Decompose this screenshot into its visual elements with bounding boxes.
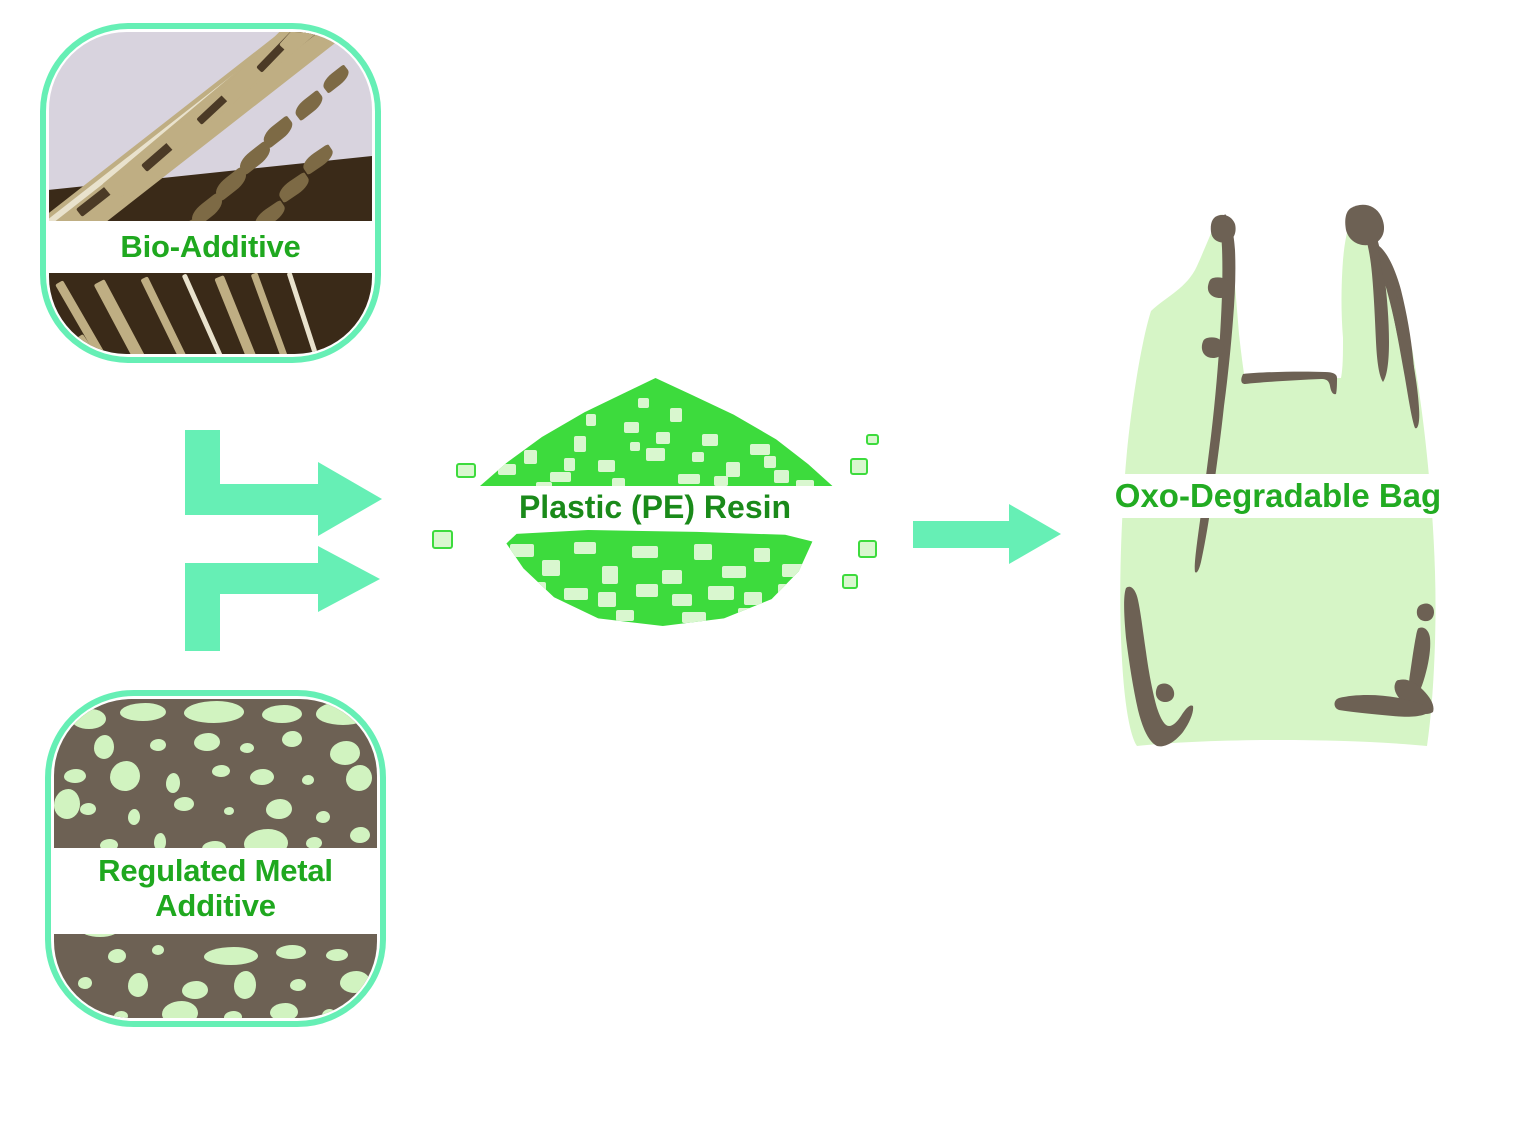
resin-pile-spread-icon [506, 530, 813, 626]
arrow-bag-head-icon [1009, 504, 1061, 564]
resin-stray-pellet [842, 574, 858, 589]
resin-pile-mound-icon [478, 378, 833, 496]
arrow-bag-shaft [913, 521, 1013, 548]
arrow-bio-head-icon [318, 462, 382, 536]
resin-stray-pellet [866, 434, 879, 445]
bag-label-band: Oxo-Degradable Bag [1079, 474, 1477, 518]
bio-additive-label-text: Bio-Additive [120, 229, 301, 264]
regulated-metal-additive-label: Regulated Metal Additive [41, 848, 390, 934]
arrow-metal-horizontal-shaft [185, 563, 320, 594]
resin-label-band: Plastic (PE) Resin [420, 486, 890, 528]
oxo-degradable-bag-group[interactable]: Oxo-Degradable Bag [1079, 186, 1477, 752]
arrow-metal-head-icon [318, 546, 380, 612]
resin-stray-pellet [432, 530, 453, 549]
resin-stray-pellet [456, 463, 476, 478]
input-card-bio-additive[interactable]: Bio-Additive [36, 23, 385, 363]
bio-additive-photo [49, 32, 372, 354]
oxo-degradable-bag-label: Oxo-Degradable Bag [1114, 477, 1442, 514]
plastic-resin-group[interactable]: Plastic (PE) Resin [420, 378, 890, 628]
plastic-resin-label: Plastic (PE) Resin [518, 488, 792, 525]
metal-label-line-2: Additive [155, 887, 276, 923]
bio-additive-label: Bio-Additive [36, 221, 385, 273]
input-card-regulated-metal-additive[interactable]: Regulated Metal Additive [41, 690, 390, 1027]
tshirt-plastic-bag-icon [1120, 204, 1436, 747]
resin-stray-pellet [850, 458, 868, 475]
resin-stray-pellet [858, 540, 877, 558]
arrow-bio-horizontal-shaft [185, 484, 320, 515]
metal-label-line-1: Regulated Metal [98, 853, 333, 888]
